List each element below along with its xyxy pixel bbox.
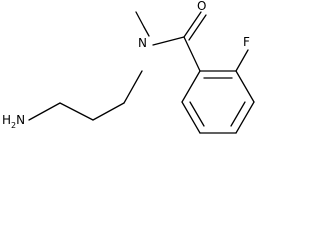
structure-diagram: H2N N O F [2,0,255,134]
ring-bond-2 [235,70,255,103]
bond-ring-fluorine [235,49,249,72]
ring-bond-5 [181,101,201,134]
oxygen-label: O [197,0,206,13]
bond-amine-c1 [28,102,61,121]
bond-carbonyl-ring [183,36,201,72]
bond-c3-n [123,70,143,104]
bond-n-methyl [143,26,150,37]
ring-bond-3 [235,101,255,134]
bond-n-carbonyl [152,36,185,46]
bond-c2-c3 [92,102,125,121]
ring-double-bond-2 [230,101,246,127]
bond-carbonyl-oxygen-1 [183,11,202,38]
fluorine-label: F [243,35,250,49]
nitrogen-label: N [138,36,147,50]
ring-double-bond-3 [189,101,205,127]
amine-label: H2N [2,113,25,130]
bond-c1-c2 [59,102,94,121]
bond-carbonyl-oxygen-2 [188,14,207,41]
ring-bond-6 [181,70,201,103]
bond-n-methyl-upper [135,11,145,28]
